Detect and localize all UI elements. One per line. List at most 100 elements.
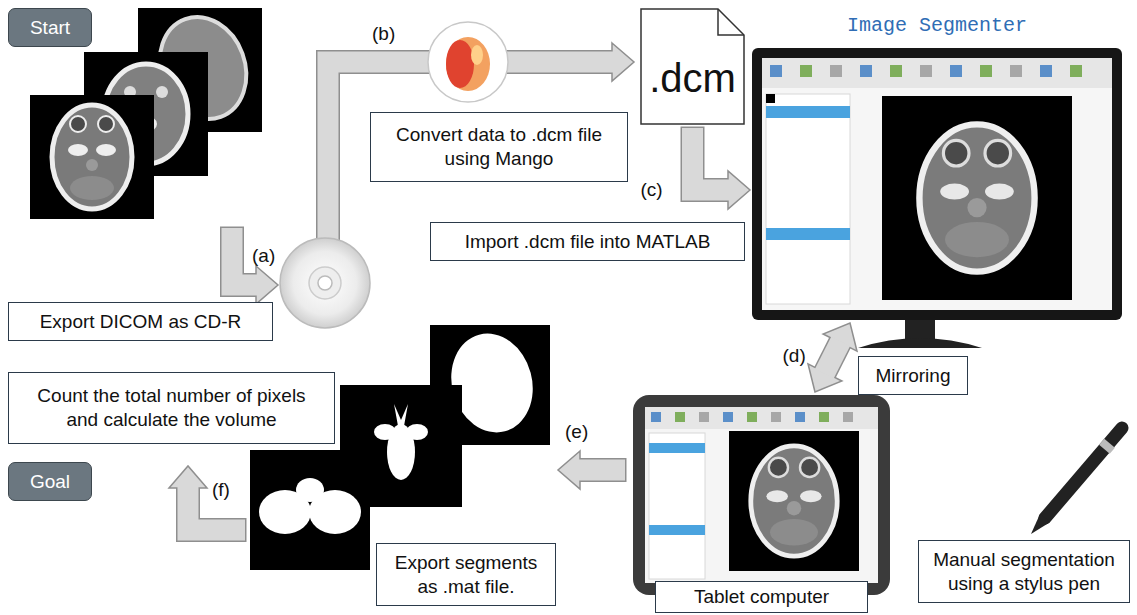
monitor-drawing (940, 184, 969, 200)
badge-label: Goal (30, 470, 70, 494)
flow-arrow-e (558, 451, 580, 489)
monitor-drawing (752, 48, 1122, 320)
tablet-drawing (649, 443, 705, 453)
mango-icon (471, 45, 483, 65)
monitor-drawing (890, 65, 902, 77)
monitor-drawing (752, 48, 1122, 320)
label-anchor: (d) (783, 344, 806, 368)
step-text: Count the total number of pixels and cal… (21, 384, 322, 432)
segment-mask-stack (250, 324, 550, 570)
flow-arrow-e (558, 451, 627, 489)
tablet-drawing (766, 490, 788, 502)
segment-mask-stack (394, 404, 408, 426)
monitor-drawing (950, 65, 962, 77)
tablet-drawing (795, 412, 805, 422)
monitor-drawing (766, 228, 850, 240)
monitor-drawing (860, 65, 872, 77)
monitor-drawing (985, 140, 1011, 166)
step-box: Convert data to .dcm file using Mango (370, 112, 628, 182)
monitor-drawing (980, 65, 992, 77)
monitor-drawing (762, 58, 1112, 88)
segment-mask-stack (406, 424, 428, 440)
step-box: Export segments as .mat file. (376, 543, 556, 606)
tablet-drawing (633, 395, 890, 595)
tablet-drawing (747, 412, 757, 422)
tablet-drawing (787, 501, 801, 515)
monitor-drawing (766, 94, 775, 103)
monitor-drawing (943, 140, 969, 166)
stylus-pen (1104, 443, 1109, 449)
step-letter: (a) (252, 244, 275, 268)
cd-disc (280, 238, 370, 328)
arrow-head (728, 171, 750, 209)
step-letter: (d) (783, 344, 806, 368)
tablet-drawing (645, 407, 878, 583)
monitor-drawing (945, 222, 1009, 257)
tablet-drawing (800, 490, 822, 502)
monitor-drawing (1070, 65, 1082, 77)
ct-image-stack (30, 95, 154, 219)
monitor-drawing (985, 184, 1014, 200)
tablet-drawing (645, 407, 878, 429)
tablet-drawing (819, 412, 829, 422)
monitor-drawing (800, 65, 812, 77)
monitor-drawing (766, 94, 850, 304)
monitor-stand (905, 319, 935, 340)
arrow-body (693, 128, 730, 190)
monitor-drawing (882, 96, 1072, 300)
label-anchor: (a) (252, 244, 275, 268)
arrow-body (824, 341, 840, 373)
step-text: Export segments as .mat file. (389, 551, 543, 599)
step-box: Import .dcm file into MATLAB (430, 222, 745, 261)
ct-image-stack (156, 86, 168, 98)
step-letter: (b) (372, 22, 395, 46)
tablet-drawing (771, 412, 781, 422)
ct-image-stack (70, 176, 114, 200)
tablet-drawing (843, 412, 853, 422)
flow-arrow-a (232, 227, 278, 305)
step-text: Convert data to .dcm file using Mango (383, 123, 615, 171)
tablet-drawing (770, 519, 818, 545)
monitor-drawing (1010, 65, 1022, 77)
tablet: Tablet computer (633, 395, 890, 613)
stylus-pen (1031, 428, 1122, 534)
mango-icon (428, 22, 508, 102)
file-drawing (641, 9, 744, 124)
mango-icon (446, 40, 474, 88)
tablet-drawing (800, 458, 819, 477)
device-label: Tablet computer (655, 581, 868, 613)
flow-arrow-b (612, 43, 634, 81)
cd-disc (280, 238, 370, 328)
step-box: Manual segmentation using a stylus pen (918, 540, 1130, 603)
tablet-drawing (729, 431, 859, 571)
stylus-pen (1045, 428, 1122, 518)
flow-arrow (808, 323, 857, 392)
monitor-drawing (920, 65, 932, 77)
flow-arrow-e (579, 460, 626, 481)
mango-icon (446, 37, 490, 91)
monitor-drawing (770, 65, 782, 77)
step-box: Export DICOM as CD-R (8, 302, 273, 341)
flow-arrow (693, 127, 751, 210)
tablet-drawing (675, 412, 685, 422)
segment-mask-stack (374, 424, 396, 440)
start-badge: Start (8, 8, 92, 47)
step-box: Mirroring (858, 356, 968, 395)
stylus-pen (1031, 514, 1050, 534)
tablet-drawing (633, 395, 890, 595)
monitor-drawing (919, 124, 1034, 271)
ct-image-stack (70, 116, 86, 132)
tablet-drawing (649, 525, 705, 535)
monitor-stand (858, 319, 982, 348)
step-box: Count the total number of pixels and cal… (8, 372, 335, 444)
monitor: Image Segmenter (752, 8, 1122, 320)
tablet-drawing (649, 433, 705, 579)
step-text: Mirroring (876, 364, 951, 388)
file-extension: .dcm (649, 56, 736, 100)
cd-disc (318, 276, 332, 290)
monitor-drawing (762, 58, 1112, 310)
step-letter: (f) (212, 478, 230, 502)
mango-icon (428, 22, 508, 102)
flow-arrow-f (169, 466, 207, 488)
